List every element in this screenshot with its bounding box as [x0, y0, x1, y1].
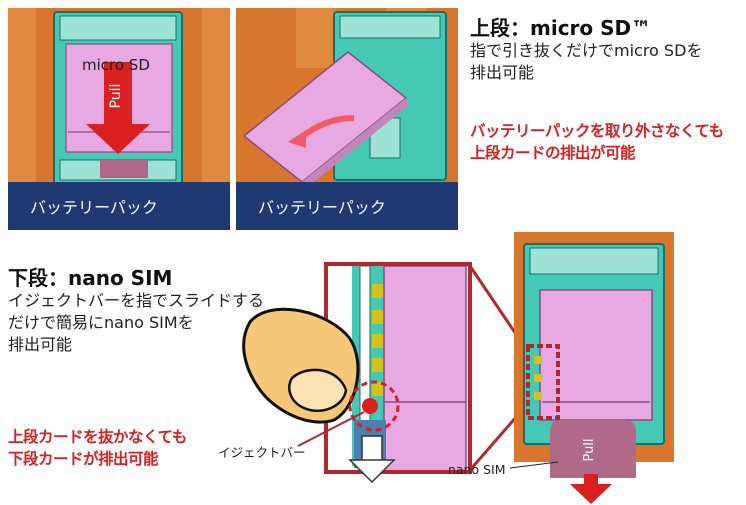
- micro-sd-card-label: micro SD: [82, 56, 150, 74]
- top-description-line-2: 排出可能: [470, 63, 535, 82]
- bottom-description-line-2: だけで簡易にnano SIMを: [8, 313, 194, 332]
- nano-sim-label: nano SIM: [448, 462, 506, 477]
- eject-bar-label: イジェクトバー: [218, 445, 306, 460]
- bottom-section-note: 上段カードを抜かなくても 下段カードが排出可能: [8, 426, 187, 470]
- top-note-line-2: 上段カードの排出が可能: [470, 144, 636, 162]
- bottom-note-line-2: 下段カードが排出可能: [8, 450, 159, 468]
- bottom-description-line-3: 排出可能: [8, 335, 73, 354]
- battery-pack-label-2: バッテリーパック: [236, 182, 458, 230]
- card-slide-photo-panel: バッテリーパック: [236, 8, 458, 230]
- nano-sim-tray-illustration: [514, 232, 674, 462]
- top-description-line-1: 指で引き抜くだけでmicro SDを: [470, 41, 703, 60]
- top-section-note: バッテリーパックを取り外さなくても 上段カードの排出が可能: [470, 120, 724, 164]
- battery-pack-label: バッテリーパック: [8, 182, 230, 230]
- pull-label: Pull: [108, 83, 124, 109]
- bottom-section-description: イジェクトバーを指でスライドする だけで簡易にnano SIMを 排出可能: [8, 290, 264, 356]
- bottom-section-title: 下段：nano SIM: [8, 266, 173, 290]
- bottom-description-line-1: イジェクトバーを指でスライドする: [8, 291, 265, 310]
- bottom-note-line-1: 上段カードを抜かなくても: [8, 428, 187, 446]
- top-section-description: 指で引き抜くだけでmicro SDを 排出可能: [470, 40, 702, 84]
- micro-sd-photo-panel: micro SD Pull バッテリーパック: [8, 8, 230, 230]
- top-section-title: 上段：micro SD™: [470, 16, 652, 40]
- micro-sd-tray-illustration: [8, 8, 230, 230]
- nano-sim-leader-line: [510, 461, 559, 469]
- eject-detail-illustration: [242, 260, 526, 484]
- nano-sim-card-illustration: [550, 420, 636, 504]
- nano-sim-photo-panel: [514, 232, 674, 462]
- pull-label-2: Pull: [582, 438, 597, 462]
- top-note-line-1: バッテリーパックを取り外さなくても: [470, 122, 724, 140]
